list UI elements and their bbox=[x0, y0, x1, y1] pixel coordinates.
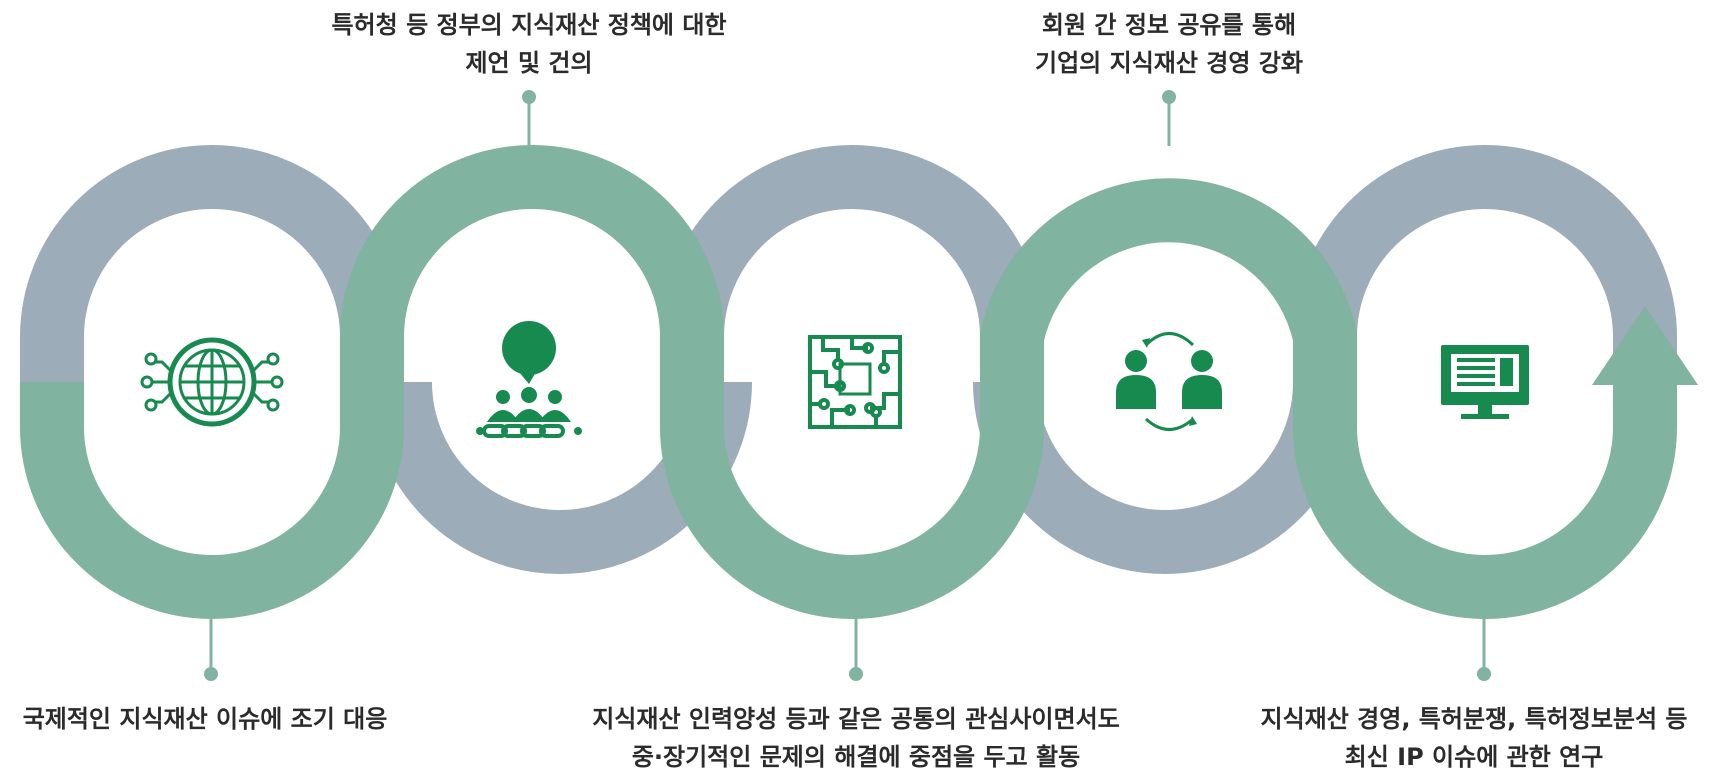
arc-green-top-4 bbox=[980, 178, 1357, 382]
caption-line: 국제적인 지식재산 이슈에 조기 대응 bbox=[22, 705, 388, 733]
arc-gray-bottom-4 bbox=[973, 381, 1357, 574]
arc-gray-top-3 bbox=[660, 145, 1044, 382]
arc-green-top-2 bbox=[340, 145, 724, 382]
caption-step-3: 지식재산 인력양성 등과 같은 공통의 관심사이면서도 중·장기적인 문제의 해… bbox=[506, 700, 1206, 776]
caption-line: 기업의 지식재산 경영 강화 bbox=[1035, 49, 1303, 77]
arc-green-bottom-1 bbox=[20, 382, 404, 619]
connector-pin-4 bbox=[1162, 90, 1176, 146]
connector-pin-5 bbox=[1477, 618, 1491, 681]
monitor-icon bbox=[1441, 345, 1529, 419]
group-speech-chain-icon bbox=[476, 321, 582, 438]
caption-step-1: 국제적인 지식재산 이슈에 조기 대응 bbox=[5, 700, 405, 738]
caption-line: 회원 간 정보 공유를 통해 bbox=[1041, 11, 1297, 39]
caption-line: 중·장기적인 문제의 해결에 중점을 두고 활동 bbox=[631, 743, 1081, 771]
caption-line: 최신 IP 이슈에 관한 연구 bbox=[1344, 743, 1604, 771]
connector-pin-3 bbox=[849, 618, 863, 681]
caption-line: 지식재산 인력양성 등과 같은 공통의 관심사이면서도 bbox=[592, 705, 1120, 733]
connector-pin-1 bbox=[204, 618, 218, 681]
arc-gray-top-5 bbox=[1293, 145, 1677, 382]
caption-line: 제언 및 건의 bbox=[465, 49, 593, 77]
caption-step-2: 특허청 등 정부의 지식재산 정책에 대한 제언 및 건의 bbox=[279, 6, 779, 82]
connector-pin-2 bbox=[522, 90, 536, 146]
caption-step-4: 회원 간 정보 공유를 통해 기업의 지식재산 경영 강화 bbox=[969, 6, 1369, 82]
arc-green-bottom-3 bbox=[660, 382, 1044, 619]
caption-line: 지식재산 경영, 특허분쟁, 특허정보분석 등 bbox=[1260, 705, 1688, 733]
people-exchange-icon bbox=[1116, 332, 1222, 431]
circuit-board-icon bbox=[808, 335, 902, 429]
globe-network-icon bbox=[140, 337, 284, 427]
caption-step-5: 지식재산 경영, 특허분쟁, 특허정보분석 등 최신 IP 이슈에 관한 연구 bbox=[1224, 700, 1724, 776]
arc-green-bottom-5 bbox=[1293, 382, 1677, 619]
up-arrow-icon bbox=[1592, 306, 1698, 385]
caption-line: 특허청 등 정부의 지식재산 정책에 대한 bbox=[331, 11, 727, 39]
